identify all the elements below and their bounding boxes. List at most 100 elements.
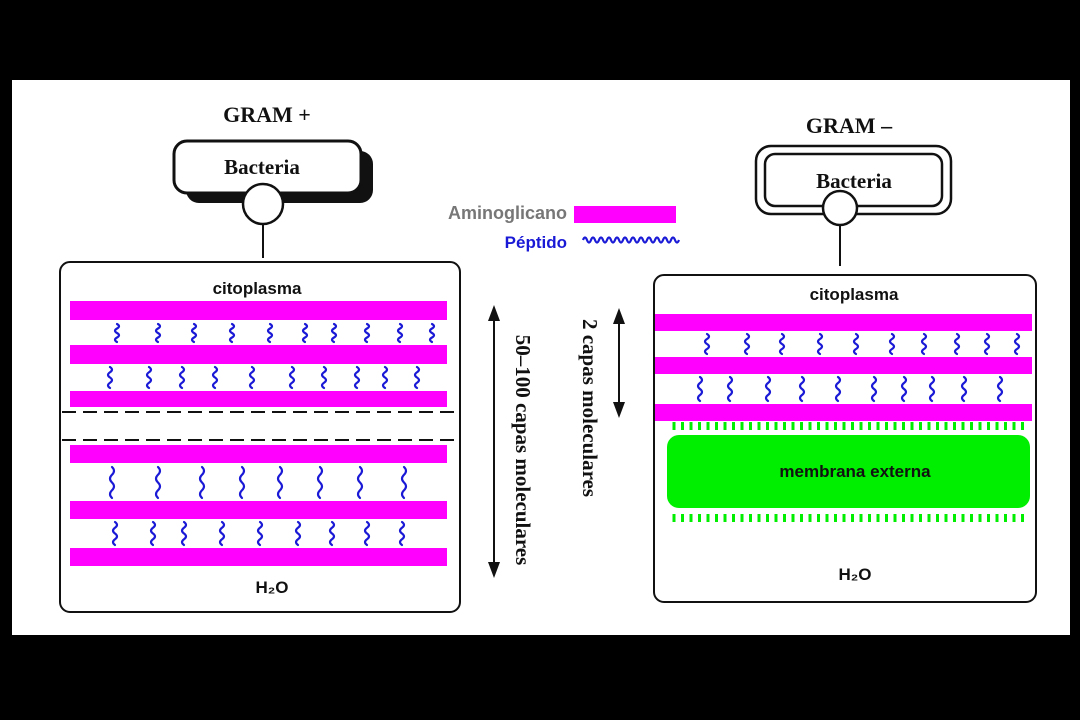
- gram-positive-aminoglycan-layer-3: [70, 391, 447, 407]
- peptide-crosslink: [953, 332, 961, 356]
- peptide-crosslink: [363, 520, 371, 547]
- peptide-crosslink: [154, 465, 162, 500]
- peptide-crosslink: [301, 322, 309, 344]
- peptide-crosslink: [328, 520, 336, 547]
- peptide-crosslink: [113, 322, 121, 344]
- peptide-crosslink: [294, 520, 302, 547]
- peptide-crosslink: [149, 520, 157, 547]
- peptide-crosslink: [238, 465, 246, 500]
- peptide-crosslink: [316, 465, 324, 500]
- peptide-crosslink: [960, 375, 968, 403]
- gram-negative-bacteria-cell: Bacteria: [754, 144, 953, 266]
- peptide-crosslink: [180, 520, 188, 547]
- legend-peptide-swatch: [581, 236, 681, 244]
- peptide-crosslink: [211, 365, 219, 390]
- outer-membrane-lipid-ticks-top: [672, 422, 1024, 430]
- peptide-crosslink: [330, 322, 338, 344]
- peptide-crosslink: [996, 375, 1004, 403]
- gram-cell-wall-diagram: GRAM + Bacteria citoplasma H₂O 50–100 ca…: [59, 102, 1037, 613]
- gram-positive-cytoplasm-label: citoplasma: [213, 279, 302, 298]
- gram-positive-aminoglycan-layer-1: [70, 301, 447, 320]
- gram-positive-thickness-arrow: [488, 305, 500, 578]
- peptide-crosslink: [428, 322, 436, 344]
- peptide-crosslink: [743, 332, 751, 356]
- peptide-crosslink: [764, 375, 772, 403]
- gram-positive-bacteria-cell: Bacteria: [172, 139, 373, 258]
- gram-positive-aminoglycan-layer-4: [70, 445, 447, 463]
- gram-positive-aminoglycan-layer-5: [70, 501, 447, 519]
- peptide-crosslink: [888, 332, 896, 356]
- legend-peptide-label: Péptido: [505, 233, 567, 252]
- peptide-crosslink: [266, 322, 274, 344]
- peptide-crosslink: [900, 375, 908, 403]
- peptide-crosslink: [398, 520, 406, 547]
- gram-negative-title: GRAM –: [806, 113, 893, 138]
- peptide-crosslink: [726, 375, 734, 403]
- peptide-crosslink: [798, 375, 806, 403]
- outer-membrane-label: membrana externa: [779, 462, 931, 481]
- outer-membrane: [667, 435, 1030, 508]
- peptide-crosslink: [400, 465, 408, 500]
- gram-negative-thickness-arrow: [613, 308, 625, 418]
- gram-negative-cytoplasm-label: citoplasma: [810, 285, 899, 304]
- peptide-crosslink: [356, 465, 364, 500]
- peptide-crosslink: [920, 332, 928, 356]
- gram-positive-title: GRAM +: [223, 102, 311, 127]
- gram-positive-cell-label: Bacteria: [224, 155, 300, 179]
- gram-negative-aminoglycan-layer-2: [655, 357, 1032, 374]
- peptide-crosslink: [703, 332, 711, 356]
- peptide-crosslink: [108, 465, 116, 500]
- peptide-crosslink: [256, 520, 264, 547]
- peptide-crosslink: [983, 332, 991, 356]
- gram-positive-peptide-row-4: [111, 520, 406, 547]
- gram-positive-thickness-label: 50–100 capas moleculares: [511, 335, 535, 566]
- legend-aminoglycan-label: Aminoglicano: [448, 203, 567, 223]
- peptide-crosslink: [396, 322, 404, 344]
- peptide-crosslink: [198, 465, 206, 500]
- gram-positive-wall-box: citoplasma H₂O: [59, 261, 461, 613]
- diagram-slide: GRAM + Bacteria citoplasma H₂O 50–100 ca…: [12, 80, 1070, 635]
- gram-negative-water-label: H₂O: [838, 565, 871, 584]
- peptide-crosslink: [276, 465, 284, 500]
- gram-negative-peptide-row-2: [696, 375, 1004, 403]
- outer-membrane-lipid-ticks-bottom: [672, 514, 1024, 522]
- gram-positive-peptide-row-1: [113, 322, 436, 344]
- gram-positive-peptide-row-2: [106, 365, 421, 390]
- peptide-crosslink: [696, 375, 704, 403]
- peptide-crosslink: [178, 365, 186, 390]
- gram-negative-aminoglycan-layer-1: [655, 314, 1032, 331]
- gram-negative-cell-label: Bacteria: [816, 169, 892, 193]
- peptide-crosslink: [106, 365, 114, 390]
- peptide-crosslink: [928, 375, 936, 403]
- peptide-crosslink: [248, 365, 256, 390]
- peptide-crosslink: [228, 322, 236, 344]
- gram-positive-water-label: H₂O: [255, 578, 288, 597]
- legend-aminoglycan-swatch: [574, 206, 676, 223]
- peptide-crosslink: [852, 332, 860, 356]
- peptide-crosslink: [190, 322, 198, 344]
- gram-negative-wall-box: citoplasma H₂O membrana externa: [653, 274, 1037, 603]
- peptide-crosslink: [320, 365, 328, 390]
- peptide-crosslink: [778, 332, 786, 356]
- peptide-crosslink: [834, 375, 842, 403]
- peptide-crosslink: [288, 365, 296, 390]
- peptide-crosslink: [1013, 332, 1021, 356]
- peptide-crosslink: [413, 365, 421, 390]
- peptide-crosslink: [381, 365, 389, 390]
- peptide-crosslink: [363, 322, 371, 344]
- peptide-crosslink: [154, 322, 162, 344]
- gram-positive-aminoglycan-layer-2: [70, 345, 447, 364]
- peptide-crosslink: [353, 365, 361, 390]
- peptide-crosslink: [111, 520, 119, 547]
- peptide-crosslink: [816, 332, 824, 356]
- gram-positive-aminoglycan-layer-6: [70, 548, 447, 566]
- gram-positive-peptide-row-3: [108, 465, 408, 500]
- gram-negative-aminoglycan-layer-3: [655, 404, 1032, 421]
- peptide-crosslink: [870, 375, 878, 403]
- gram-negative-peptide-row-1: [703, 332, 1021, 356]
- legend: Aminoglicano Péptido: [448, 203, 681, 252]
- gram-negative-thickness-label: 2 capas moleculares: [578, 319, 602, 497]
- gram-positive-connector-circle: [241, 182, 285, 226]
- peptide-crosslink: [218, 520, 226, 547]
- peptide-crosslink: [145, 365, 153, 390]
